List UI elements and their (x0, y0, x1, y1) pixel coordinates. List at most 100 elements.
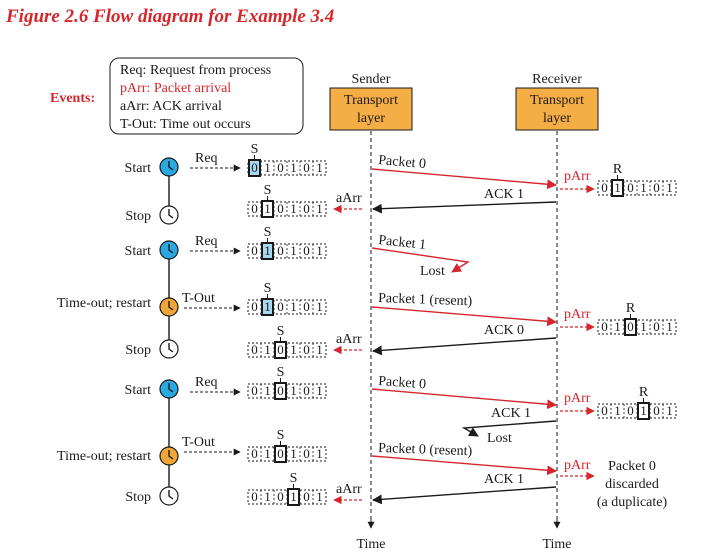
sender-box-line1: Transport (344, 93, 398, 108)
window-frame (247, 201, 327, 217)
window-pointer-label: R (613, 162, 623, 177)
window-frame (247, 299, 327, 315)
packet-arrow (371, 168, 557, 190)
sender-box-line2: layer (357, 111, 385, 126)
window-pointer-label: S (277, 324, 285, 339)
window-pointer-label: S (290, 471, 298, 486)
window-bit: 1 (264, 342, 271, 357)
sender-time-label: Time (356, 537, 385, 552)
window-bit: 1 (316, 342, 323, 357)
sender-transport-box (329, 87, 413, 131)
aarr-label: aArr (336, 482, 362, 497)
window-bit: 1 (290, 342, 297, 357)
window-bit: 0 (277, 489, 284, 504)
timer-clock-icon (159, 297, 179, 317)
window-bit: 1 (316, 446, 323, 461)
timer-event-label: Start (125, 244, 152, 259)
window-pointer-label: S (277, 428, 285, 443)
window-bit: 1 (264, 446, 271, 461)
receiver-time-label: Time (542, 537, 571, 552)
clock-hands (168, 450, 174, 460)
packet-arrow-lost (371, 247, 470, 273)
window-bit: 0 (601, 403, 608, 418)
window-bit: 1 (316, 383, 323, 398)
window-bit: 1 (264, 243, 271, 258)
lost-label: Lost (487, 431, 512, 446)
window-bit: 0 (251, 160, 258, 175)
clock-hands (168, 161, 174, 171)
ack-label: ACK 1 (491, 406, 531, 421)
req-label: Req (195, 375, 218, 390)
legend-tout: T-Out: Time out occurs (120, 117, 251, 132)
legend-aarr: aArr: ACK arrival (120, 99, 222, 114)
sender-title: Sender (352, 72, 391, 87)
window-bit: 0 (303, 160, 310, 175)
packet-label: Packet 1 (resent) (378, 291, 473, 309)
discard-note: Packet 0 (608, 459, 656, 474)
window-bit: 1 (264, 489, 271, 504)
aarr-label: aArr (336, 332, 362, 347)
tout-label: T-Out (182, 435, 215, 450)
legend-box (109, 57, 304, 135)
packet-arrow (371, 388, 557, 410)
receiver-box-line2: layer (543, 111, 571, 126)
ack-arrow (372, 337, 557, 356)
timer-event-label: Time-out; restart (57, 296, 151, 311)
window-bit: 1 (290, 489, 297, 504)
timer-clock-icon (159, 379, 179, 399)
window-bit: 0 (251, 201, 258, 216)
window-bit: 0 (277, 243, 284, 258)
window-bit: 0 (303, 446, 310, 461)
clock-hands (168, 490, 174, 500)
window-bit: 1 (316, 243, 323, 258)
timer-event-label: Stop (125, 209, 151, 224)
window-bit: 1 (316, 160, 323, 175)
req-label: Req (195, 151, 218, 166)
window-frame (247, 243, 327, 259)
window-bit: 0 (251, 446, 258, 461)
window-bit: 1 (666, 319, 673, 334)
window-bit: 0 (303, 299, 310, 314)
parr-label: pArr (564, 307, 591, 322)
window-bit: 0 (601, 319, 608, 334)
window-bit: 0 (601, 180, 608, 195)
window-bit: 0 (303, 201, 310, 216)
ack-arrow (372, 486, 557, 505)
window-bit: 1 (290, 160, 297, 175)
window-bit: 0 (277, 342, 284, 357)
req-label: Req (195, 234, 218, 249)
figure-title: Figure 2.6 Flow diagram for Example 3.4 (5, 6, 334, 27)
window-bit: 0 (627, 180, 634, 195)
window-bit: 1 (666, 180, 673, 195)
timer-event-label: Stop (125, 490, 151, 505)
lost-label: Lost (420, 264, 445, 279)
parr-label: pArr (564, 391, 591, 406)
window-bit: 0 (251, 342, 258, 357)
window-bit: 0 (627, 319, 634, 334)
window-bit: 0 (251, 383, 258, 398)
clock-hands (168, 244, 174, 254)
window-bit: 1 (614, 319, 621, 334)
timer-clock-icon (159, 205, 179, 225)
aarr-label: aArr (336, 191, 362, 206)
window-bit: 0 (303, 383, 310, 398)
ack-arrow (372, 201, 557, 214)
timer-group (159, 157, 179, 506)
window-bit: 0 (653, 180, 660, 195)
receiver-transport-box (515, 87, 599, 131)
timer-event-label: Time-out; restart (57, 449, 151, 464)
window-bit: 0 (277, 160, 284, 175)
window-bit: 0 (251, 299, 258, 314)
parr-label: pArr (564, 169, 591, 184)
window-bit: 1 (290, 201, 297, 216)
timer-clock-icon (159, 240, 179, 260)
receiver-title: Receiver (532, 72, 582, 87)
